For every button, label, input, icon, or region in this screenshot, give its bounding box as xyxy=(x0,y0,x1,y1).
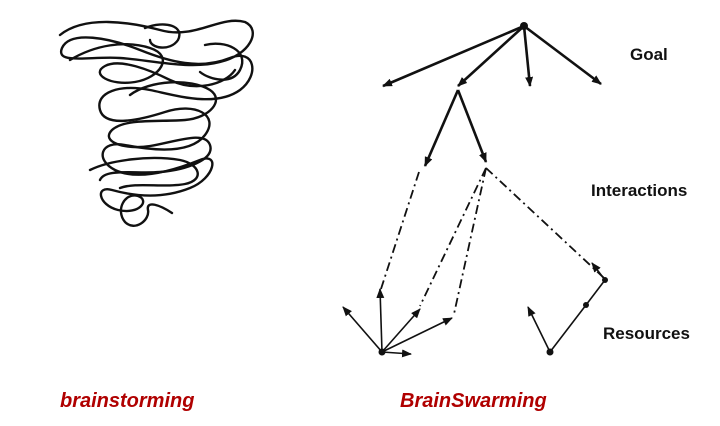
resource-node-mid xyxy=(583,302,589,308)
brainstorming-scribble xyxy=(58,19,254,227)
goal-label: Goal xyxy=(630,45,668,64)
interaction-links xyxy=(379,167,605,315)
brainstorming-caption: brainstorming xyxy=(60,390,195,412)
goal-tree xyxy=(382,24,602,167)
resources-tree xyxy=(342,262,606,358)
resource-node-left xyxy=(378,348,386,356)
resource-node-top xyxy=(602,277,608,283)
interactions-label: Interactions xyxy=(591,181,688,200)
resources-label: Resources xyxy=(603,324,690,343)
brainswarming-caption: BrainSwarming xyxy=(400,390,547,412)
goal-node xyxy=(520,22,528,30)
resource-node-right xyxy=(546,348,554,356)
